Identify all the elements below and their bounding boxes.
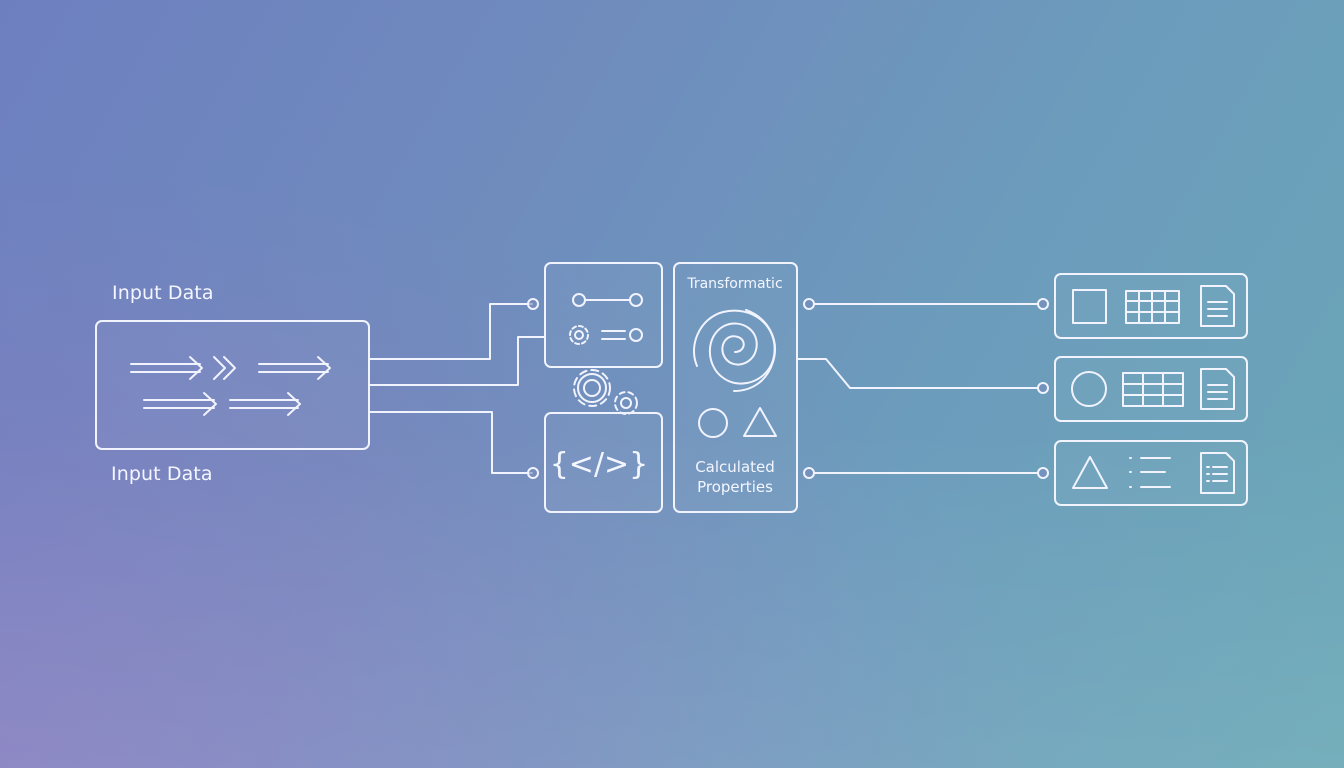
gears-icon bbox=[573, 369, 638, 415]
code-box: {</>} bbox=[544, 412, 663, 513]
circle-shape-icon bbox=[1071, 371, 1107, 407]
output-box-3 bbox=[1054, 440, 1248, 506]
document-icon bbox=[1200, 368, 1235, 410]
document-icon bbox=[1200, 285, 1235, 327]
triangle-shape-icon bbox=[743, 407, 777, 437]
square-shape-icon bbox=[1072, 289, 1107, 324]
table-grid-icon bbox=[1125, 290, 1180, 324]
properties-label: Properties bbox=[697, 478, 773, 496]
circle-shape-icon bbox=[698, 408, 728, 438]
connector-node bbox=[527, 467, 539, 479]
document-icon bbox=[1200, 452, 1235, 494]
triangle-shape-icon bbox=[1072, 456, 1108, 489]
list-icon bbox=[1129, 457, 1171, 488]
output-box-1 bbox=[1054, 273, 1248, 339]
output-connectors bbox=[797, 298, 1049, 479]
gear-icon bbox=[569, 325, 589, 345]
input-data-box bbox=[95, 320, 370, 450]
forward-arrows-icon bbox=[130, 356, 331, 416]
transformation-panel: Transformatic Calculated Properties bbox=[673, 262, 798, 513]
code-brackets-icon: {</>} bbox=[550, 447, 649, 482]
slider-toggle-icon bbox=[572, 293, 643, 342]
input-data-label-bottom: Input Data bbox=[111, 463, 213, 485]
output-box-2 bbox=[1054, 356, 1248, 422]
input-data-label-top: Input Data bbox=[112, 282, 214, 304]
transformation-title: Transformatic bbox=[686, 276, 782, 292]
calculated-label: Calculated bbox=[695, 458, 775, 476]
connector-node bbox=[527, 298, 539, 310]
input-connectors bbox=[368, 298, 546, 479]
spiral-icon bbox=[693, 309, 776, 392]
table-grid-icon bbox=[1122, 372, 1184, 407]
settings-box bbox=[544, 262, 663, 368]
